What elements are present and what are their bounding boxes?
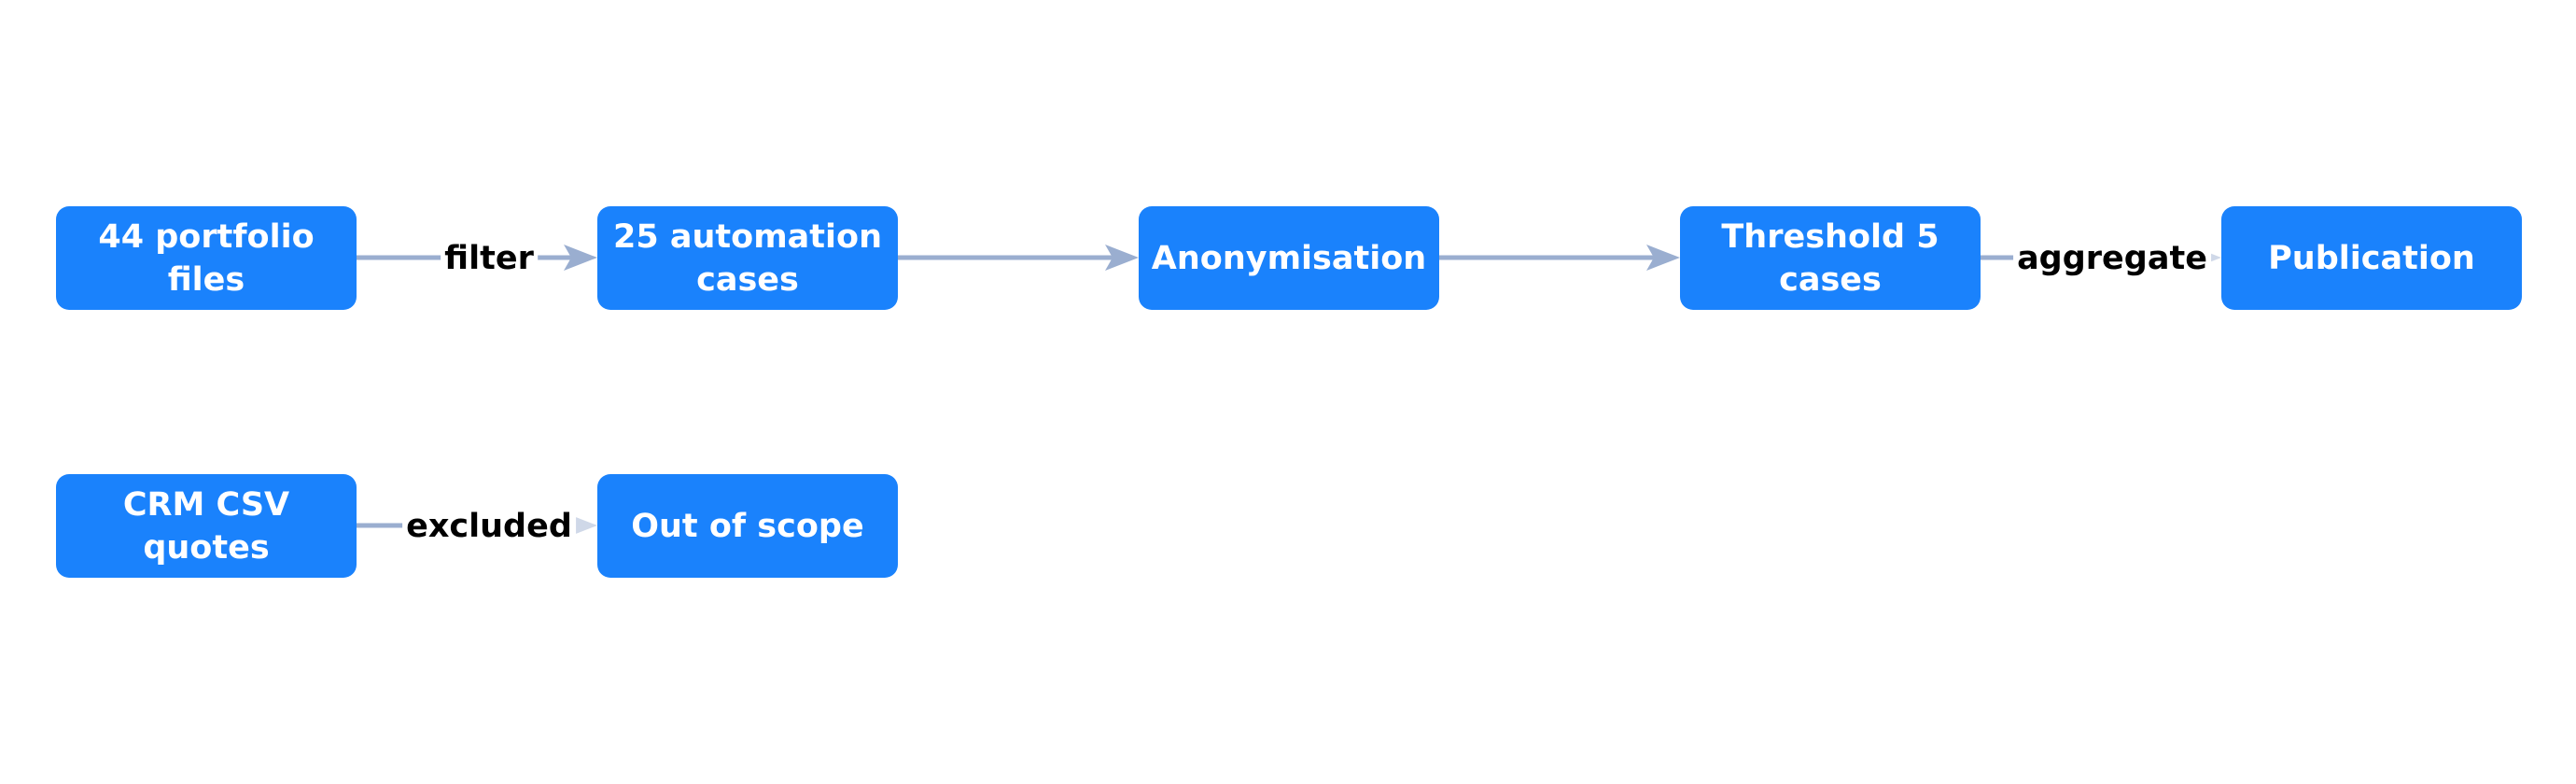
node-portfolio-files: 44 portfolio files: [56, 206, 357, 310]
edge-label-aggregate: aggregate: [2013, 239, 2211, 278]
node-automation-cases: 25 automation cases: [597, 206, 898, 310]
node-publication: Publication: [2221, 206, 2522, 310]
node-crm-csv-quotes: CRM CSV quotes: [56, 474, 357, 578]
node-threshold-cases: Threshold 5 cases: [1680, 206, 1981, 310]
node-anonymisation: Anonymisation: [1139, 206, 1439, 310]
arrowhead-anonymisation-to-threshold: [1646, 245, 1680, 271]
edge-label-filter: filter: [441, 239, 538, 278]
arrowhead-portfolio-to-automation: [564, 245, 597, 271]
edge-label-excluded: excluded: [402, 507, 576, 546]
arrowhead-automation-to-anonymisation: [1105, 245, 1139, 271]
node-out-of-scope: Out of scope: [597, 474, 898, 578]
